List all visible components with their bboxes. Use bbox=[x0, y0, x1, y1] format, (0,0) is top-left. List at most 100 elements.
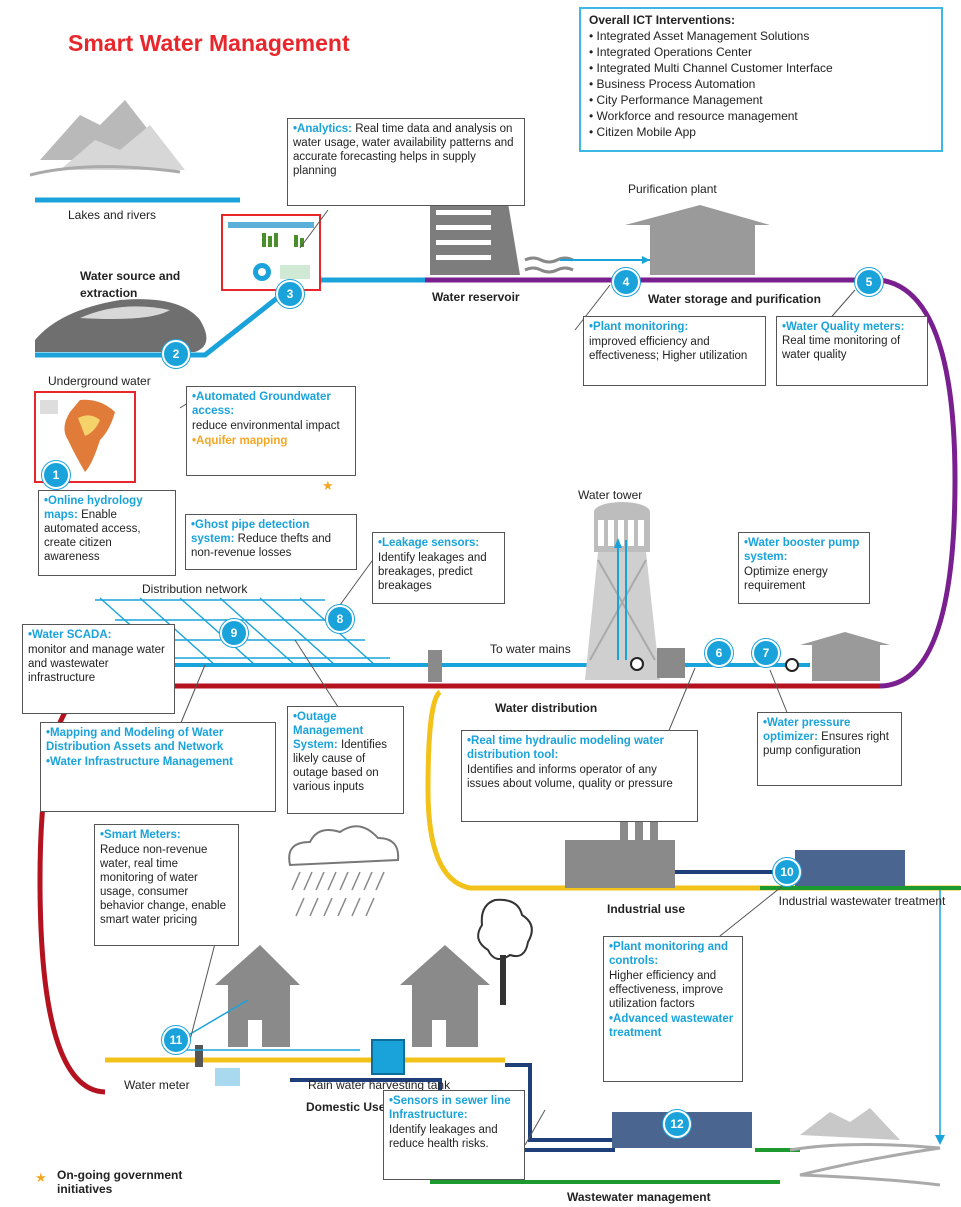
callout-body: Real time monitoring of water quality bbox=[782, 335, 901, 361]
label-water-distribution: Water distribution bbox=[495, 701, 598, 715]
callout-body: Reduce thefts and non-revenue losses bbox=[191, 533, 332, 559]
label-water-meter: Water meter bbox=[124, 1078, 190, 1092]
callout-head: Real time hydraulic modeling water distr… bbox=[467, 734, 692, 762]
purification-plant-icon bbox=[560, 205, 770, 275]
step-badge-2: 2 bbox=[162, 340, 190, 368]
ict-interventions-box: Overall ICT Interventions: Integrated As… bbox=[579, 7, 943, 152]
callout-body: Identifies and informs operator of any i… bbox=[467, 764, 673, 790]
house-icon bbox=[215, 945, 300, 1047]
step-badge-7: 7 bbox=[752, 639, 780, 667]
callout-body: Optimize energy requirement bbox=[744, 566, 828, 592]
star-icon: ★ bbox=[35, 1170, 47, 1185]
callout-body: Identifies likely cause of outage based … bbox=[293, 739, 387, 793]
ict-item: City Performance Management bbox=[589, 92, 933, 108]
callout-body: improved efficiency and effectiveness; H… bbox=[589, 336, 748, 362]
step-badge-10: 10 bbox=[773, 858, 801, 886]
label-water-storage: Water storage and purification bbox=[648, 292, 821, 306]
callout-analytics: Analytics: Real time data and analysis o… bbox=[287, 118, 525, 206]
label-lakes: Lakes and rivers bbox=[68, 208, 157, 222]
reservoir-dam-icon bbox=[430, 185, 574, 275]
mountain-icon bbox=[29, 100, 185, 177]
label-water-mains: To water mains bbox=[490, 642, 571, 656]
house-icon bbox=[400, 945, 490, 1047]
callout-mapping-modeling: Mapping and Modeling of Water Distributi… bbox=[40, 722, 276, 812]
rain-cloud-icon bbox=[288, 825, 400, 917]
callout-head: Mapping and Modeling of Water Distributi… bbox=[46, 726, 270, 754]
callout-sewer-sensors: Sensors in sewer line Infrastructure: Id… bbox=[383, 1090, 525, 1180]
label-industrial-use: Industrial use bbox=[607, 902, 686, 916]
step-badge-6: 6 bbox=[705, 639, 733, 667]
callout-head: Plant monitoring: bbox=[589, 320, 760, 334]
callout-water-quality: Water Quality meters: Real time monitori… bbox=[776, 316, 928, 386]
callout-body: Real time data and analysis on water usa… bbox=[293, 123, 514, 177]
callout-leakage-sensors: Leakage sensors: Identify leakages and b… bbox=[372, 532, 505, 604]
callout-head: Plant monitoring and controls: bbox=[609, 940, 737, 968]
ict-item: Integrated Asset Management Solutions bbox=[589, 28, 933, 44]
booster-pump-house-icon bbox=[785, 632, 890, 681]
callout-head: Water Quality meters: bbox=[782, 321, 904, 333]
label-water-tower: Water tower bbox=[578, 488, 643, 502]
callout-body: Reduce non-revenue water, real time moni… bbox=[100, 844, 226, 926]
callout-plant-controls: Plant monitoring and controls: Higher ef… bbox=[603, 936, 743, 1082]
ict-item: Business Process Automation bbox=[589, 76, 933, 92]
callout-pressure-optimizer: Water pressure optimizer: Ensures right … bbox=[757, 712, 902, 786]
step-badge-5: 5 bbox=[855, 268, 883, 296]
ict-heading: Overall ICT Interventions: bbox=[589, 13, 736, 27]
callout-ghost-pipe: Ghost pipe detection system: Reduce thef… bbox=[185, 514, 357, 570]
ict-item: Workforce and resource management bbox=[589, 108, 933, 124]
label-water-source: Water source and extraction bbox=[80, 269, 181, 300]
water-tower-icon bbox=[585, 502, 685, 680]
callout-hydraulic-modeling: Real time hydraulic modeling water distr… bbox=[461, 730, 698, 822]
callout-outage: Outage Management System: Identifies lik… bbox=[287, 706, 404, 814]
callout-body: Higher efficiency and effectiveness, imp… bbox=[609, 970, 724, 1010]
callout-head: Sensors in sewer line Infrastructure: bbox=[389, 1094, 519, 1122]
callout-head: Leakage sensors: bbox=[378, 536, 499, 550]
step-badge-12: 12 bbox=[663, 1110, 691, 1138]
river-mountain-icon bbox=[789, 1108, 941, 1187]
callout-body: Enable automated access, create citizen … bbox=[44, 509, 141, 563]
callout-smart-meters: Smart Meters: Reduce non-revenue water, … bbox=[94, 824, 239, 946]
label-rain-tank: Rain water harvesting tank bbox=[308, 1078, 451, 1092]
callout-head-secondary: Aquifer mapping bbox=[192, 434, 350, 448]
callout-body: Identify leakages and breakages, predict… bbox=[378, 552, 487, 592]
step-badge-9: 9 bbox=[220, 619, 248, 647]
ict-item: Integrated Multi Channel Customer Interf… bbox=[589, 60, 933, 76]
callout-scada: Water SCADA: monitor and manage water an… bbox=[22, 624, 175, 714]
ict-list: Integrated Asset Management Solutions In… bbox=[589, 28, 933, 140]
step-badge-11: 11 bbox=[162, 1026, 190, 1054]
label-water-reservoir: Water reservoir bbox=[432, 290, 520, 304]
page-title: Smart Water Management bbox=[68, 30, 350, 56]
ict-item: Citizen Mobile App bbox=[589, 124, 933, 140]
ict-item: Integrated Operations Center bbox=[589, 44, 933, 60]
callout-body: reduce environmental impact bbox=[192, 420, 340, 432]
step-badge-3: 3 bbox=[276, 280, 304, 308]
legend-label: On-going government initiatives bbox=[57, 1168, 183, 1196]
step-badge-1: 1 bbox=[42, 461, 70, 489]
callout-groundwater: Automated Groundwater access: reduce env… bbox=[186, 386, 356, 476]
star-icon: ★ bbox=[322, 478, 334, 493]
callout-booster-pump: Water booster pump system: Optimize ener… bbox=[738, 532, 870, 604]
callout-body: monitor and manage water and wastewater … bbox=[28, 644, 165, 684]
label-industrial-wastewater: Industrial wastewater treatment bbox=[778, 894, 946, 908]
callout-head: Smart Meters: bbox=[100, 828, 233, 842]
callout-head: Water booster pump system: bbox=[744, 536, 864, 564]
underground-water-icon bbox=[35, 299, 207, 352]
step-badge-8: 8 bbox=[326, 605, 354, 633]
step-badge-4: 4 bbox=[612, 268, 640, 296]
callout-head-secondary: Water Infrastructure Management bbox=[46, 755, 270, 769]
analytics-dashboard-icon bbox=[221, 214, 321, 291]
label-purification-plant: Purification plant bbox=[628, 182, 717, 196]
callout-body: Identify leakages and reduce health risk… bbox=[389, 1124, 498, 1150]
callout-head: Automated Groundwater access: bbox=[192, 390, 350, 418]
callout-plant-monitoring: Plant monitoring: improved efficiency an… bbox=[583, 316, 766, 386]
label-wastewater-management: Wastewater management bbox=[567, 1190, 711, 1204]
label-underground-water: Underground water bbox=[48, 374, 151, 388]
tree-icon bbox=[477, 898, 533, 1005]
label-distribution-network: Distribution network bbox=[142, 582, 248, 596]
callout-head: Water SCADA: bbox=[28, 628, 169, 642]
label-domestic-use: Domestic Use bbox=[306, 1100, 386, 1114]
callout-head: Analytics: bbox=[293, 123, 352, 135]
callout-head-secondary: Advanced wastewater treatment bbox=[609, 1012, 737, 1040]
callout-body: Ensures right pump configuration bbox=[763, 731, 889, 757]
